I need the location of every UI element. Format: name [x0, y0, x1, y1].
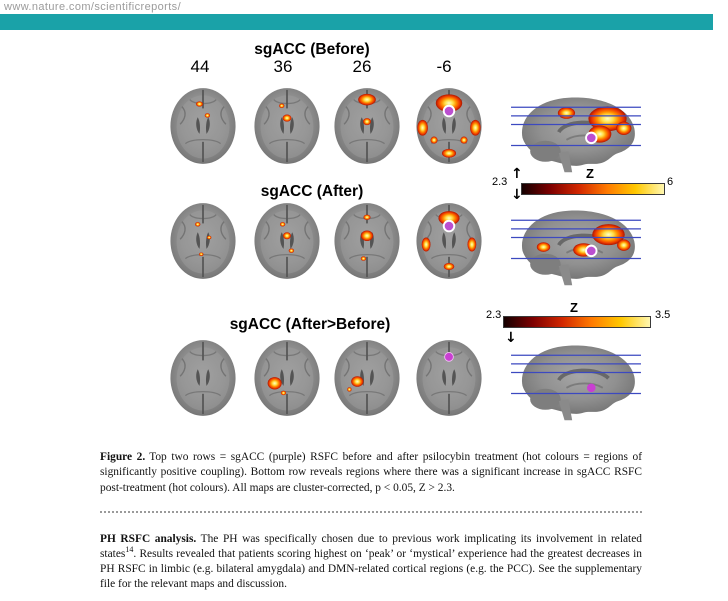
- activation-blobs: [421, 211, 477, 271]
- figure-row1-title: sgACC (Before): [254, 41, 370, 58]
- axial-slice-after-minus6: [405, 199, 493, 283]
- dotted-divider: [100, 511, 642, 513]
- slice-indicator-lines: [511, 354, 641, 395]
- colorbar1-z-label: Z: [586, 166, 594, 181]
- down-arrow-icon: ↓: [511, 187, 523, 203]
- up-arrow-icon: ↑: [511, 166, 523, 182]
- slice-coordinate-26: 26: [352, 57, 372, 76]
- down-arrow-icon: ↓: [505, 330, 517, 346]
- activation-blobs: [347, 376, 364, 392]
- axial-slice-before-36: [243, 84, 331, 168]
- brain-mri: [254, 340, 319, 416]
- sgacc-seed-marker: [586, 383, 596, 393]
- sgacc-seed-marker: [444, 352, 454, 362]
- activation-blobs: [267, 377, 287, 396]
- figure-caption-text: Top two rows = sgACC (purple) RSFC befor…: [100, 451, 642, 494]
- axial-slice-before-26: [323, 84, 411, 168]
- body-paragraph: PH RSFC analysis. The PH was specificall…: [100, 532, 642, 593]
- figure-caption-label: Figure 2.: [100, 451, 146, 463]
- axial-slice-contrast-2: [243, 336, 331, 420]
- slice-coordinate-36: 36: [273, 57, 293, 76]
- brain-mri: [416, 340, 481, 416]
- axial-slice-before-minus6: [405, 84, 493, 168]
- activation-blobs: [195, 222, 212, 256]
- axial-slice-contrast-1: [159, 336, 247, 420]
- activation-blobs: [417, 94, 481, 158]
- colorbar2-z-label: Z: [570, 300, 578, 315]
- paragraph-text-2: . Results revealed that patients scoring…: [100, 548, 642, 591]
- brain-mri: [254, 88, 319, 164]
- axial-slice-before-44: [159, 84, 247, 168]
- activation-blobs: [360, 214, 374, 261]
- slice-indicator-lines: [511, 106, 641, 147]
- brain-mri: [254, 203, 319, 279]
- activation-blobs: [279, 103, 292, 122]
- sagittal-slice-after: [511, 205, 641, 291]
- axial-slice-after-36: [243, 199, 331, 283]
- brain-mri: [522, 346, 635, 421]
- paragraph-text-1: The PH was specifically chosen due to pr…: [100, 533, 642, 561]
- axial-slice-contrast-3: [323, 336, 411, 420]
- sgacc-seed-marker: [442, 104, 456, 118]
- brain-mri: [334, 340, 399, 416]
- sgacc-seed-marker: [585, 131, 598, 145]
- colorbar1-max: 6: [667, 176, 674, 188]
- figure-row3-title: sgACC (After>Before): [229, 316, 391, 333]
- figure-row2-title: sgACC (After): [260, 183, 364, 200]
- axial-slice-after-26: [323, 199, 411, 283]
- brain-mri: [170, 340, 235, 416]
- sagittal-slice-contrast: [511, 340, 641, 426]
- activation-blobs: [358, 93, 376, 126]
- axial-slice-contrast-4: [405, 336, 493, 420]
- colorbar2-max: 3.5: [655, 309, 671, 321]
- slice-coordinate-minus6: -6: [436, 57, 452, 76]
- activation-blobs: [279, 222, 295, 253]
- brain-mri: [170, 88, 235, 164]
- sgacc-seed-marker: [442, 219, 456, 233]
- slice-indicator-lines: [511, 219, 641, 260]
- journal-url: www.nature.com/scientificreports/: [4, 1, 182, 13]
- colorbar2-min: 2.3: [486, 309, 502, 321]
- colorbar1-min: 2.3: [492, 176, 508, 188]
- colorbar1-gradient: [521, 183, 665, 195]
- sgacc-seed-marker: [585, 244, 598, 258]
- brain-mri: [170, 203, 235, 279]
- activation-blobs: [195, 101, 211, 118]
- slice-coordinate-44: 44: [190, 57, 210, 76]
- axial-slice-after-44: [159, 199, 247, 283]
- colorbar2-gradient: [503, 316, 651, 328]
- sagittal-slice-before: [511, 92, 641, 178]
- paragraph-heading: PH RSFC analysis.: [100, 533, 197, 545]
- figure-caption: Figure 2.Top two rows = sgACC (purple) R…: [100, 450, 642, 496]
- header-accent-bar: [0, 14, 713, 30]
- reference-superscript: 14: [125, 545, 134, 555]
